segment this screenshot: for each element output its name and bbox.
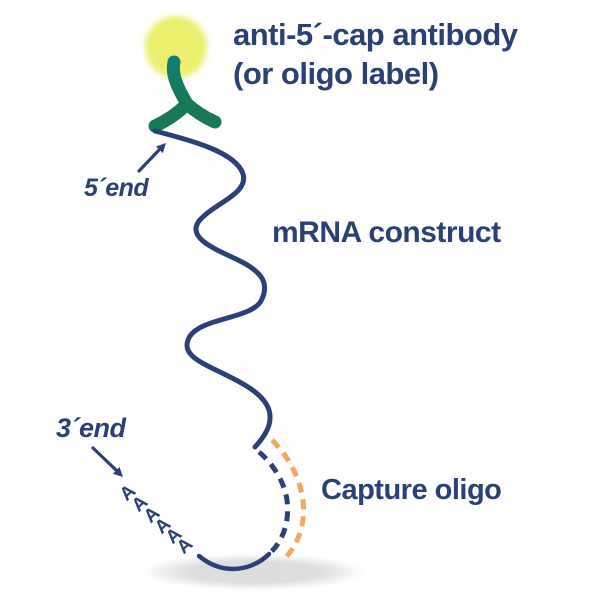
mrna-construct-label: mRNA construct <box>272 216 501 249</box>
capture-oligo-path <box>270 438 307 562</box>
surface-shadow <box>142 554 366 590</box>
five-prime-end-label: 5´end <box>84 174 149 202</box>
five-prime-arrow-icon <box>137 143 166 173</box>
poly-a-tail: A A A A A A <box>116 480 197 558</box>
antibody-label-line1: anti-5´-cap antibody <box>233 17 518 52</box>
antibody-label-line2: (or oligo label) <box>233 56 439 91</box>
five-prime-arrow-head <box>155 143 166 154</box>
capture-oligo-label: Capture oligo <box>321 474 502 506</box>
three-prime-arrow-icon <box>91 446 123 477</box>
three-prime-arrow-head <box>112 467 123 477</box>
fluorophore-label-icon <box>145 16 207 78</box>
antibody-right-arm <box>180 97 222 129</box>
three-prime-end-label: 3´end <box>56 413 126 443</box>
antibody-icon <box>148 55 222 133</box>
three-prime-arrow-shaft <box>91 446 118 472</box>
mrna-strand-path <box>152 128 273 450</box>
hybridized-region-path <box>257 450 291 555</box>
loop-bottom-arc <box>196 551 272 572</box>
antibody-label: anti-5´-cap antibody (or oligo label) <box>233 15 518 93</box>
five-prime-arrow-shaft <box>137 148 161 173</box>
